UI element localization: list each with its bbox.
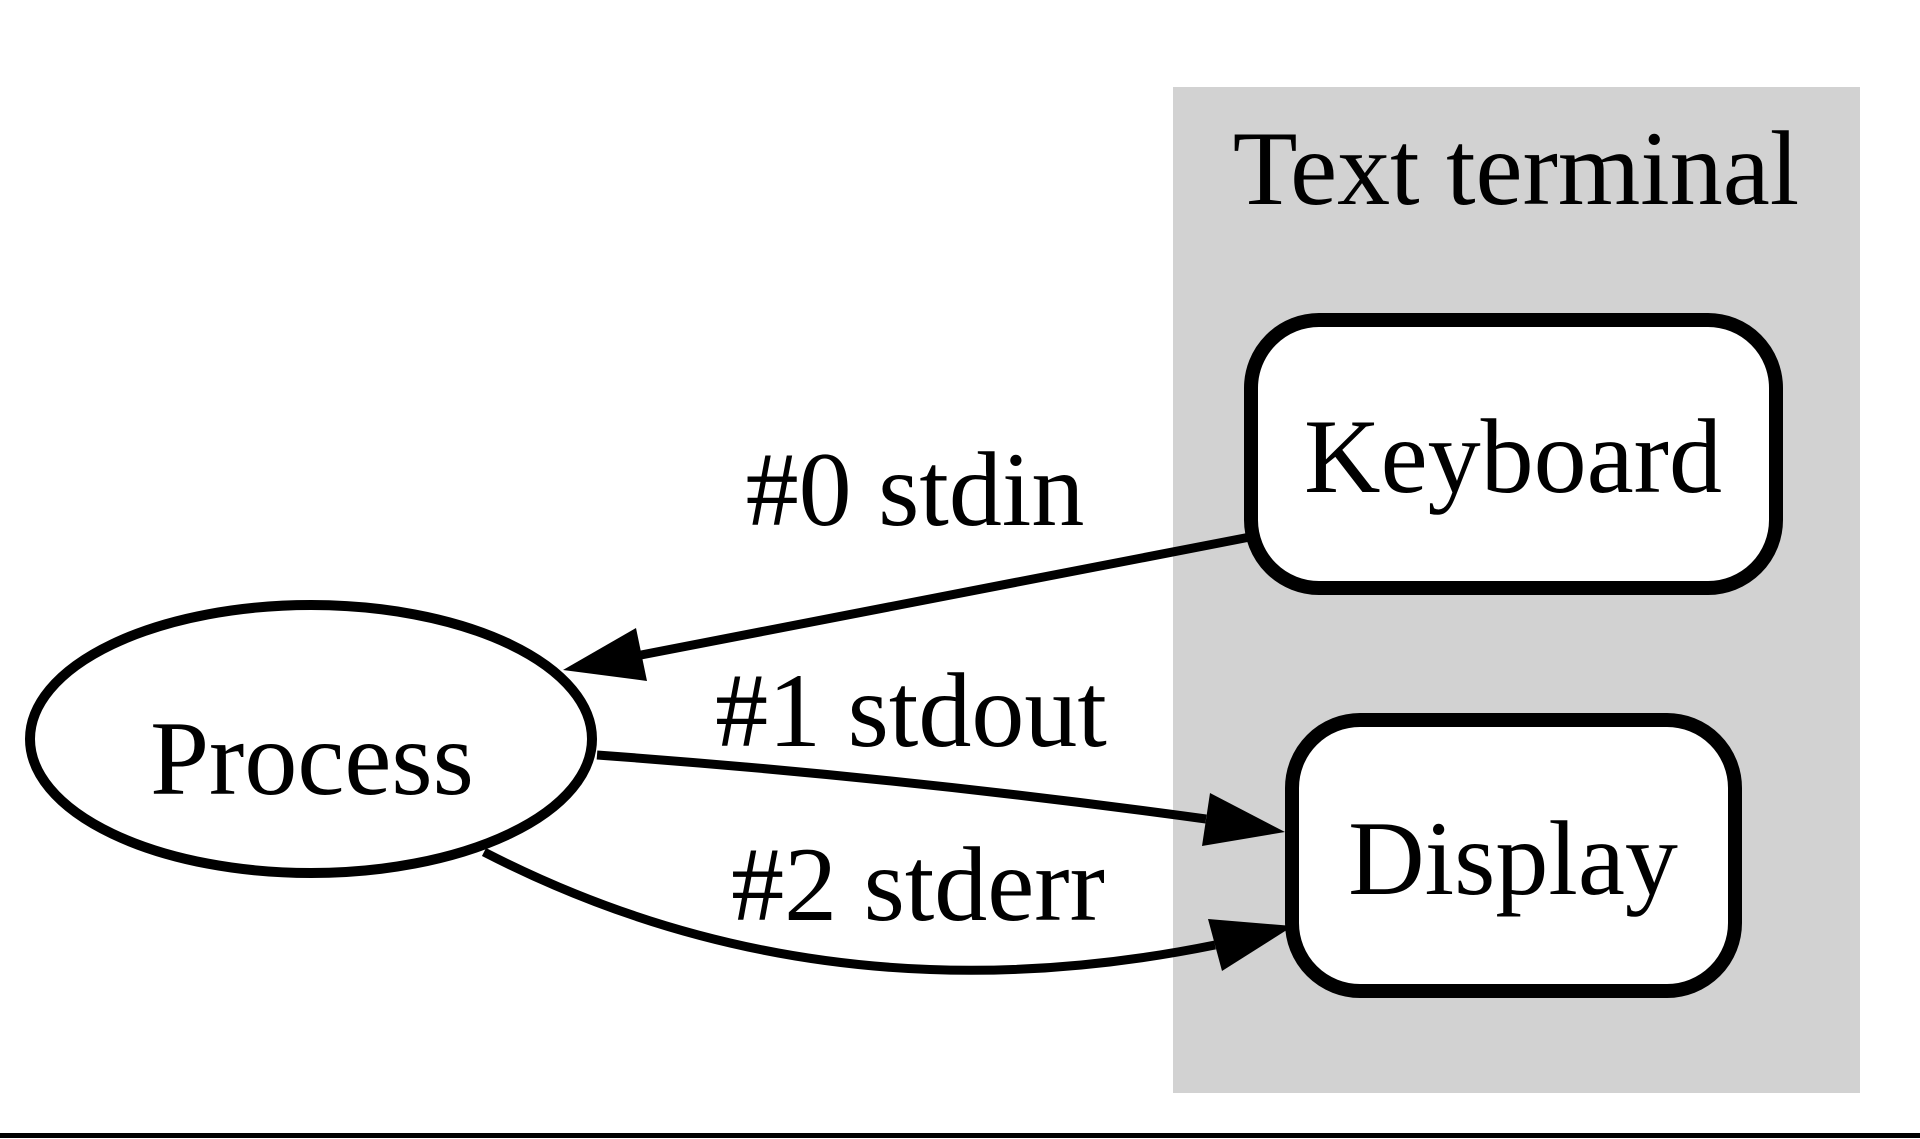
edge-stdin: #0 stdin [563, 431, 1251, 681]
process-label: Process [150, 700, 474, 817]
keyboard-box [1244, 313, 1783, 595]
stdout-edge-label: #1 stdout [715, 652, 1107, 769]
stdin-arrowhead-icon [563, 628, 647, 681]
display-label: Display [1348, 800, 1678, 917]
display-node: Display [1285, 713, 1742, 998]
edge-stderr: #2 stderr [481, 826, 1293, 975]
stdin-edge-line [640, 532, 1251, 660]
stderr-edge-label: #2 stderr [731, 826, 1105, 943]
text-terminal-label: Text terminal [1233, 110, 1800, 227]
process-ellipse [25, 600, 597, 878]
process-node: Process [25, 600, 597, 878]
keyboard-node: Keyboard [1244, 313, 1783, 595]
stderr-edge-line [481, 847, 1216, 975]
stdin-edge-label: #0 stdin [746, 431, 1085, 548]
keyboard-label: Keyboard [1304, 398, 1722, 515]
stdout-edge-line [596, 750, 1207, 824]
stderr-arrowhead-icon [1208, 919, 1293, 971]
edge-stdout: #1 stdout [596, 652, 1285, 846]
stdout-arrowhead-icon [1202, 793, 1285, 846]
display-box [1285, 713, 1742, 998]
